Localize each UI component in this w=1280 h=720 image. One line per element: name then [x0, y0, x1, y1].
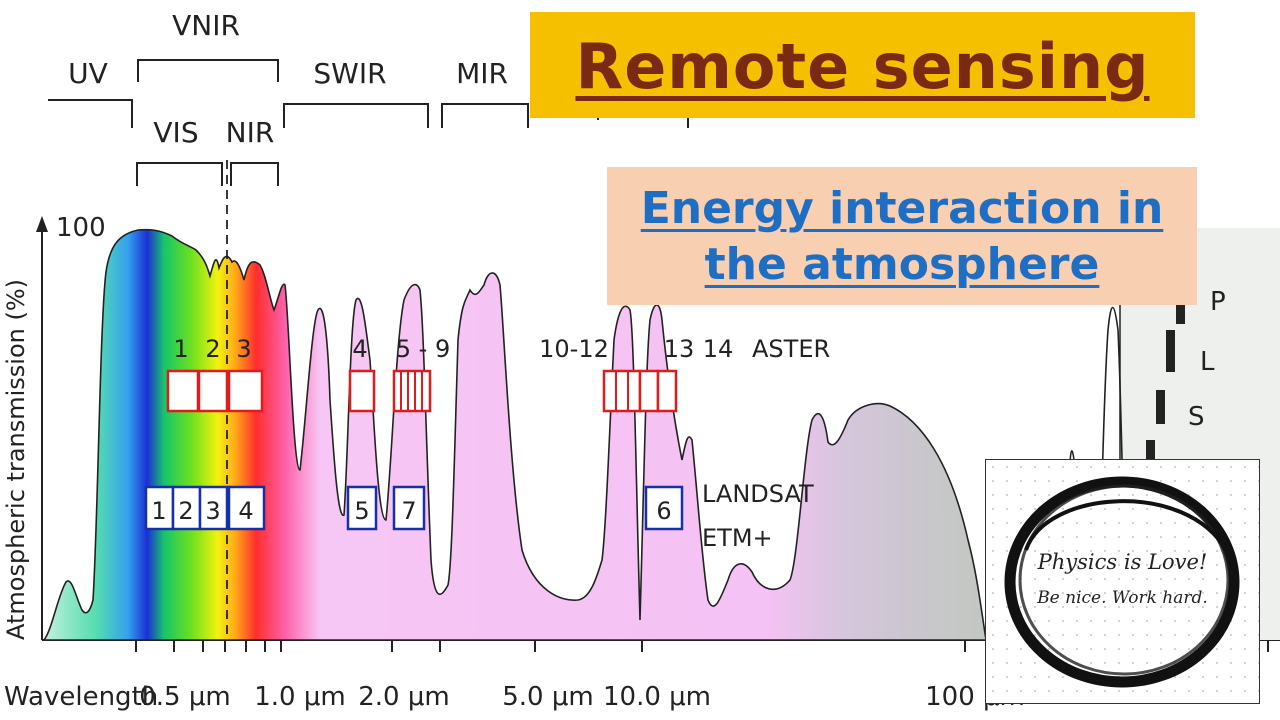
landsat-band-3: 3: [205, 497, 220, 525]
page-title: Remote sensing: [575, 30, 1150, 103]
tick-label: 5.0 μm: [502, 682, 593, 712]
swir-bracket: [283, 103, 429, 128]
aster-band-label: 13: [664, 335, 695, 363]
subtitle-line-1: Energy interaction in: [640, 183, 1164, 234]
title-banner: Remote sensing: [530, 12, 1195, 118]
region-label-mir: MIR: [456, 57, 508, 90]
landsat-band-2: 2: [178, 497, 193, 525]
right-panel-bars: [1146, 300, 1185, 460]
brush-circle-icon: [1004, 476, 1240, 688]
subtitle-banner: Energy interaction in the atmosphere: [607, 167, 1197, 305]
vis-bracket: [136, 162, 223, 186]
logo-line-2: Be nice. Work hard.: [1037, 588, 1208, 608]
right-panel-letter-p: P: [1210, 287, 1226, 317]
landsat-band-5: 5: [354, 497, 369, 525]
landsat-sublabel: ETM+: [702, 524, 773, 552]
landsat-band-6: 6: [656, 497, 671, 525]
aster-label: ASTER: [752, 335, 830, 363]
aster-band-label: 2: [205, 335, 220, 363]
vnir-bracket: [137, 59, 279, 82]
tick-label: 1.0 μm: [254, 682, 345, 712]
y-max-label: 100: [56, 213, 106, 243]
subtitle-line-2: the atmosphere: [704, 239, 1100, 290]
logo-line-1: Physics is Love!: [1037, 550, 1208, 574]
nir-bracket: [230, 162, 279, 186]
aster-band-label: 1: [173, 335, 188, 363]
aster-band-boxes: [166, 369, 678, 413]
y-axis-label: Atmospheric transmission (%): [2, 279, 30, 640]
landsat-band-boxes: [144, 485, 684, 531]
right-panel-letter-s: S: [1188, 402, 1205, 432]
tick-label: 2.0 μm: [358, 682, 449, 712]
wavelength-label: Wavelength: [4, 682, 158, 712]
mir-bracket: [441, 103, 529, 128]
right-panel-letter-l: L: [1200, 347, 1215, 377]
subtitle-text: Energy interaction in the atmosphere: [607, 181, 1197, 293]
region-label-swir: SWIR: [313, 57, 386, 90]
aster-band-label: 10-12: [539, 335, 609, 363]
region-label-vnir: VNIR: [172, 9, 240, 42]
region-label-uv: UV: [68, 57, 108, 90]
x-axis-ticks: [135, 640, 1269, 652]
tick-label: 10.0 μm: [603, 682, 711, 712]
uv-bracket: [48, 99, 133, 128]
region-label-vis: VIS: [153, 116, 198, 149]
channel-logo: Physics is Love! Be nice. Work hard.: [985, 459, 1260, 704]
transmission-curve: [42, 228, 987, 641]
landsat-band-4: 4: [238, 497, 253, 525]
landsat-band-7: 7: [401, 497, 416, 525]
aster-band-label: 3: [236, 335, 251, 363]
landsat-label: LANDSAT: [702, 480, 814, 508]
aster-band-label: 14: [703, 335, 734, 363]
tick-label: 0.5 μm: [139, 682, 230, 712]
region-label-nir: NIR: [226, 116, 275, 149]
y-axis-arrow: [36, 216, 48, 232]
landsat-band-1: 1: [151, 497, 166, 525]
aster-band-label: 5 - 9: [396, 335, 450, 363]
aster-subband-lines: [400, 371, 629, 411]
aster-band-label: 4: [352, 335, 367, 363]
